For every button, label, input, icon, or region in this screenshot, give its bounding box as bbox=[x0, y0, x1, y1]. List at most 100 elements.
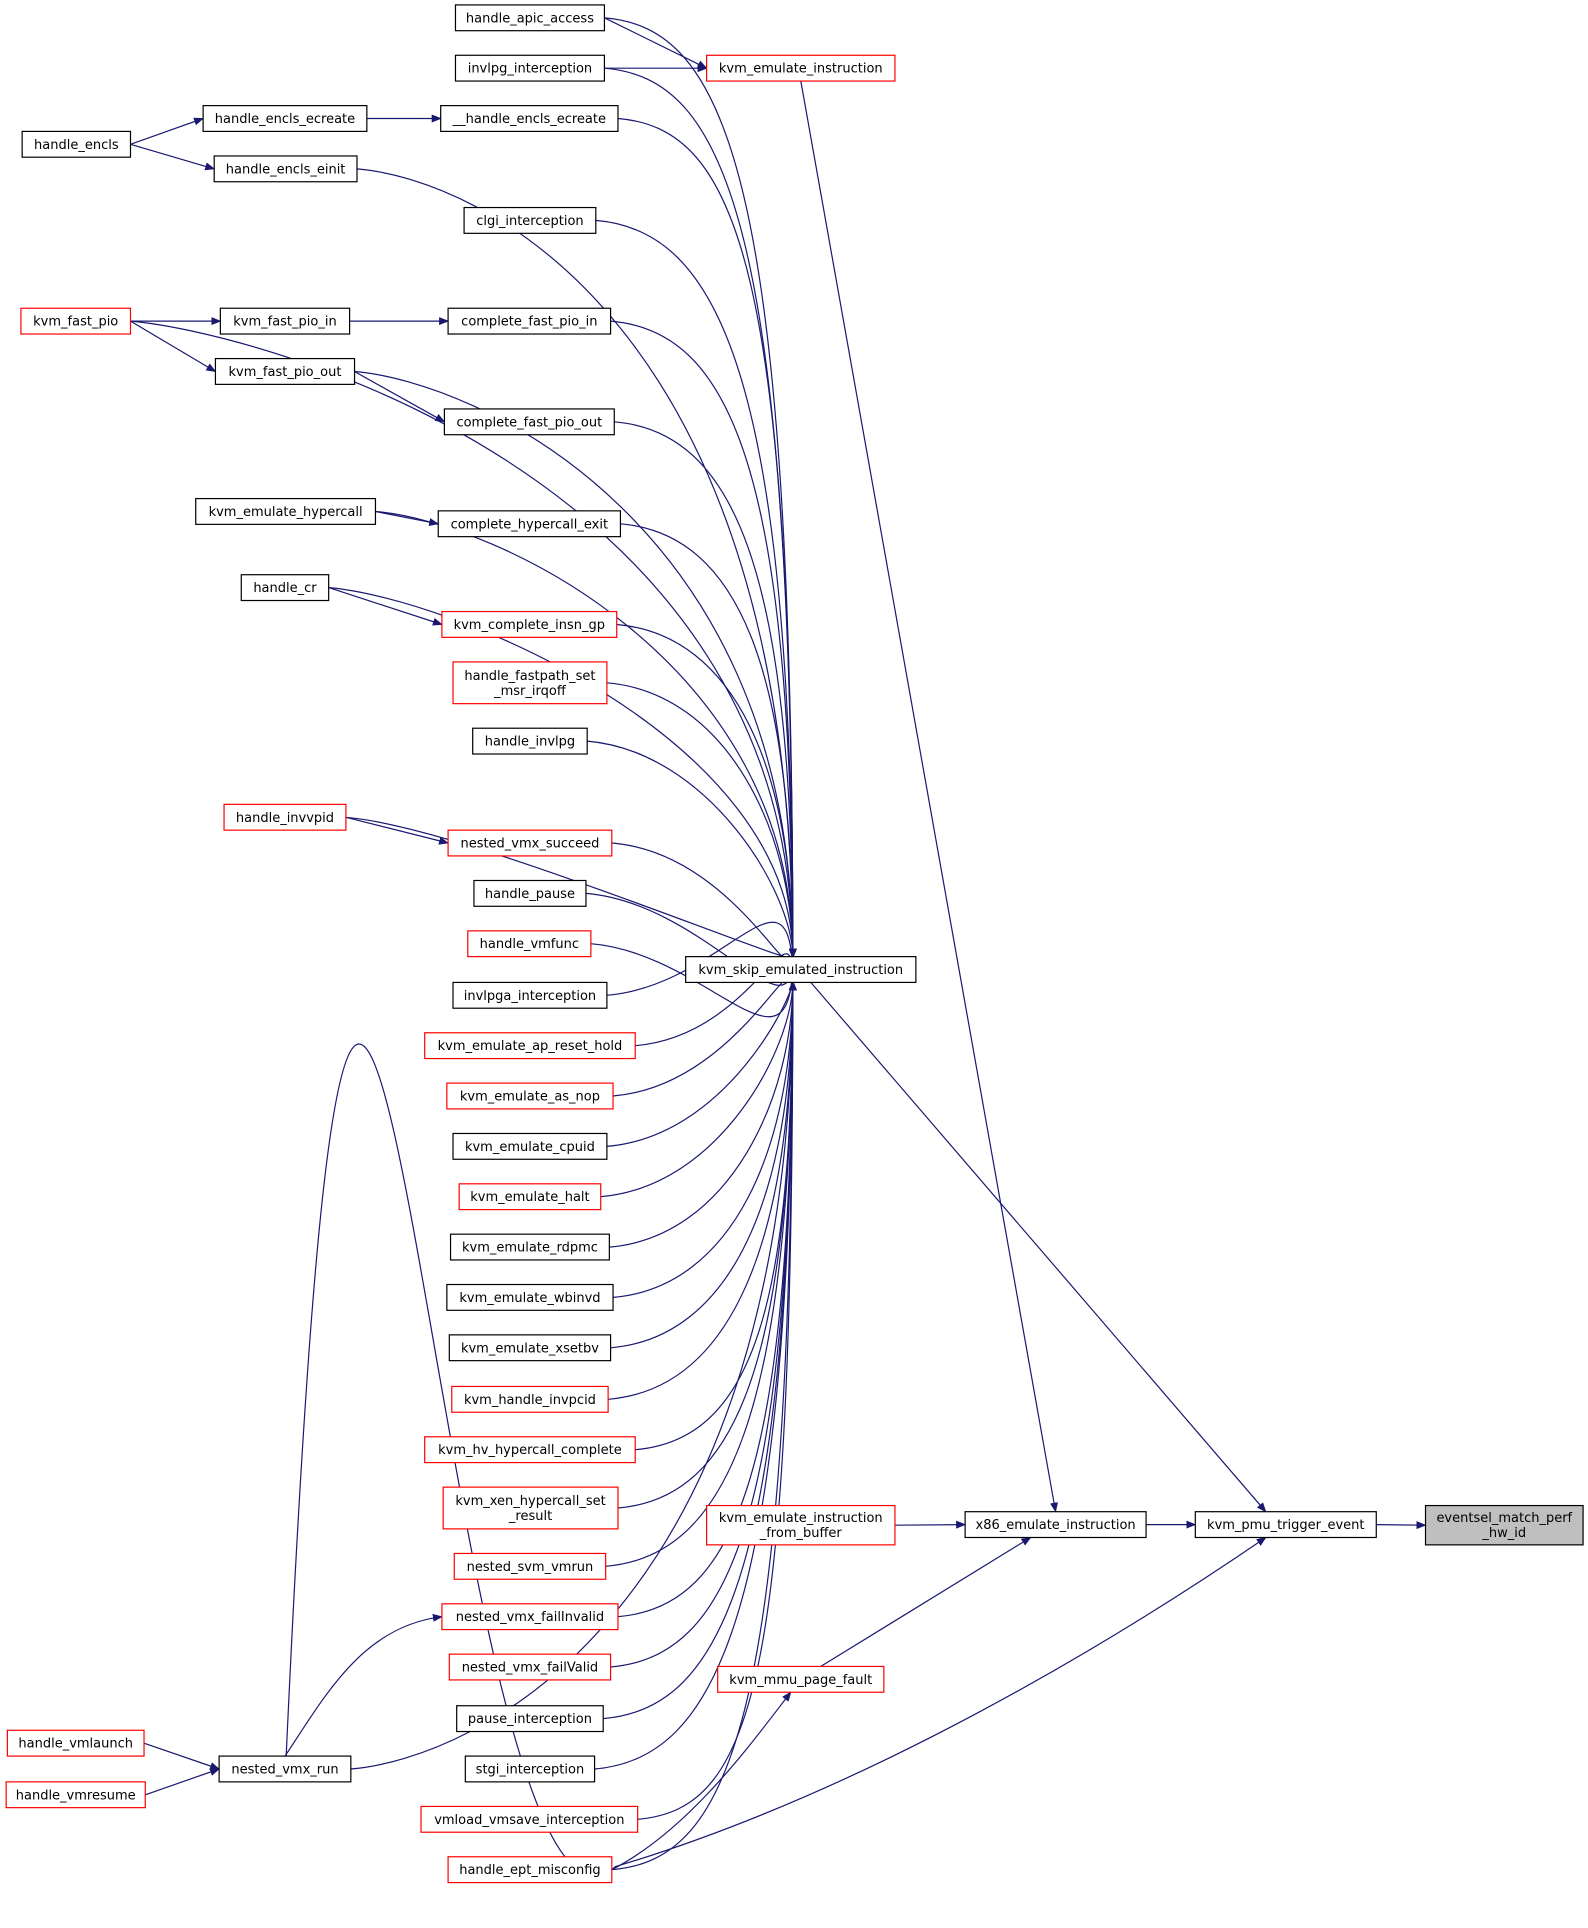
node-label: kvm_hv_hypercall_complete bbox=[438, 1443, 622, 1458]
node-kvm-pmu-trigger-event[interactable]: kvm_pmu_trigger_event bbox=[1194, 1511, 1377, 1539]
node-kvm-emulate-cpuid[interactable]: kvm_emulate_cpuid bbox=[452, 1132, 608, 1160]
node-handle-encls-ecreate[interactable]: handle_encls_ecreate bbox=[202, 105, 368, 132]
edge-complete-fast-pio-out-to-kvm-skip-emulated-instruction bbox=[614, 421, 797, 959]
node-label: kvm_emulate_instruction bbox=[719, 1511, 883, 1526]
node-nested-vmx-succeed[interactable]: nested_vmx_succeed bbox=[447, 829, 613, 857]
node-label: vmload_vmsave_interception bbox=[434, 1813, 624, 1828]
edge-kvm-pmu-trigger-event-to-eventsel-match-perf-hw-id bbox=[1376, 1521, 1427, 1530]
node-handle-invlpg[interactable]: handle_invlpg bbox=[472, 727, 588, 755]
node-handle-ept-misconfig[interactable]: handle_ept_misconfig bbox=[447, 1856, 613, 1884]
node-box bbox=[467, 930, 592, 958]
node-pause-interception[interactable]: pause_interception bbox=[456, 1705, 604, 1733]
node-label: handle_encls bbox=[34, 138, 119, 153]
edge-handle-encls-einit-to-kvm-skip-emulated-instruction bbox=[356, 168, 797, 959]
edge-handle-ept-misconfig-to-kvm-mmu-page-fault bbox=[611, 1691, 792, 1871]
edge-kvm-fast-pio-out-to-kvm-skip-emulated-instruction bbox=[354, 370, 797, 959]
node-handle-vmlaunch[interactable]: handle_vmlaunch bbox=[6, 1729, 145, 1757]
node-kvm-emulate-xsetbv[interactable]: kvm_emulate_xsetbv bbox=[448, 1334, 612, 1362]
node-nested-vmx-failvalid[interactable]: nested_vmx_failValid bbox=[448, 1653, 612, 1681]
node-kvm-mmu-page-fault[interactable]: kvm_mmu_page_fault bbox=[717, 1665, 885, 1693]
node-kvm-emulate-as-nop[interactable]: kvm_emulate_as_nop bbox=[446, 1082, 614, 1110]
node-kvm-emulate-instruction[interactable]: kvm_emulate_instruction bbox=[705, 54, 896, 82]
node-invlpg-interception[interactable]: invlpg_interception bbox=[454, 54, 606, 82]
node-label: handle_ept_misconfig bbox=[459, 1863, 600, 1878]
edge-kvm-handle-invpcid-to-kvm-skip-emulated-instruction bbox=[608, 980, 797, 1400]
edge-kvm-emulate-rdpmc-to-kvm-skip-emulated-instruction bbox=[609, 980, 797, 1248]
node-x86-emulate-instruction[interactable]: x86_emulate_instruction bbox=[964, 1511, 1147, 1539]
edge-handle-fastpath-set-msr-irqoff-to-kvm-skip-emulated-instruction bbox=[606, 682, 797, 959]
edge-stgi-interception-to-kvm-skip-emulated-instruction bbox=[594, 980, 797, 1770]
node-box bbox=[464, 1755, 596, 1783]
node-handle-pause[interactable]: handle_pause bbox=[473, 879, 587, 907]
node-kvm-handle-invpcid[interactable]: kvm_handle_invpcid bbox=[451, 1385, 609, 1413]
node-box bbox=[705, 1504, 896, 1546]
node-label: _hw_id bbox=[1481, 1526, 1526, 1541]
node-kvm-emulate-wbinvd[interactable]: kvm_emulate_wbinvd bbox=[446, 1283, 614, 1311]
edge-handle-vmlaunch-to-nested-vmx-run bbox=[143, 1742, 221, 1770]
node-complete-fast-pio-out[interactable]: complete_fast_pio_out bbox=[443, 408, 615, 436]
node-handle-invvpid[interactable]: handle_invvpid bbox=[223, 803, 347, 831]
node-kvm-fast-pio-out[interactable]: kvm_fast_pio_out bbox=[214, 357, 356, 385]
node-kvm-complete-insn-gp[interactable]: kvm_complete_insn_gp bbox=[441, 610, 618, 638]
edge-kvm-emulate-hypercall-to-kvm-skip-emulated-instruction bbox=[375, 510, 797, 959]
node-kvm-xen-hypercall-set-result[interactable]: kvm_xen_hypercall_set_result bbox=[442, 1486, 619, 1530]
node-kvm-skip-emulated-instruction[interactable]: kvm_skip_emulated_instruction bbox=[685, 956, 917, 984]
node-kvm-hv-hypercall-complete[interactable]: kvm_hv_hypercall_complete bbox=[424, 1436, 636, 1464]
node-box bbox=[463, 206, 597, 234]
node-complete-fast-pio-in[interactable]: complete_fast_pio_in bbox=[447, 307, 612, 335]
node-nested-vmx-failinvalid[interactable]: nested_vmx_failInvalid bbox=[441, 1603, 619, 1631]
edge-handle-vmresume-to-nested-vmx-run bbox=[145, 1768, 221, 1796]
node-invlpga-interception[interactable]: invlpga_interception bbox=[452, 981, 608, 1009]
node-label: kvm_emulate_rdpmc bbox=[462, 1241, 598, 1256]
node-box bbox=[5, 1781, 146, 1809]
node-box bbox=[452, 1132, 608, 1160]
node-handle-encls-ecreate[interactable]: __handle_encls_ecreate bbox=[440, 105, 619, 132]
node-kvm-emulate-ap-reset-hold[interactable]: kvm_emulate_ap_reset_hold bbox=[424, 1032, 636, 1060]
node-complete-hypercall-exit[interactable]: complete_hypercall_exit bbox=[437, 510, 622, 538]
node-vmload-vmsave-interception[interactable]: vmload_vmsave_interception bbox=[420, 1805, 639, 1833]
node-stgi-interception[interactable]: stgi_interception bbox=[464, 1755, 596, 1783]
node-clgi-interception[interactable]: clgi_interception bbox=[463, 206, 597, 234]
node-handle-vmfunc[interactable]: handle_vmfunc bbox=[467, 930, 592, 958]
node-kvm-fast-pio-in[interactable]: kvm_fast_pio_in bbox=[219, 307, 351, 335]
node-nested-vmx-run[interactable]: nested_vmx_run bbox=[218, 1755, 352, 1783]
node-label: handle_encls_einit bbox=[226, 162, 346, 177]
node-box bbox=[1194, 1511, 1377, 1539]
node-box bbox=[452, 981, 608, 1009]
node-label: _result bbox=[508, 1509, 552, 1524]
node-kvm-emulate-halt[interactable]: kvm_emulate_halt bbox=[458, 1183, 602, 1211]
node-handle-apic-access[interactable]: handle_apic_access bbox=[454, 4, 606, 32]
edge-nested-vmx-succeed-to-kvm-skip-emulated-instruction bbox=[611, 842, 797, 967]
node-box bbox=[442, 1486, 619, 1530]
node-box bbox=[21, 130, 132, 158]
edge-handle-encls-to-handle-encls-ecreate bbox=[130, 117, 205, 145]
edge-handle-vmfunc-to-kvm-skip-emulated-instruction bbox=[590, 943, 797, 1018]
node-handle-vmresume[interactable]: handle_vmresume bbox=[5, 1781, 146, 1809]
node-handle-encls[interactable]: handle_encls bbox=[21, 130, 132, 158]
node-label: handle_vmfunc bbox=[480, 937, 579, 952]
node-label: kvm_fast_pio_in bbox=[233, 315, 336, 330]
node-nested-svm-vmrun[interactable]: nested_svm_vmrun bbox=[453, 1552, 607, 1580]
node-eventsel-match-perf-hw-id[interactable]: eventsel_match_perf_hw_id bbox=[1424, 1504, 1584, 1546]
node-kvm-fast-pio[interactable]: kvm_fast_pio bbox=[20, 307, 132, 335]
edge-invlpga-interception-to-kvm-skip-emulated-instruction bbox=[606, 921, 797, 996]
edge-kvm-emulate-instruction-to-x86-emulate-instruction bbox=[800, 80, 1058, 1513]
node-label: eventsel_match_perf bbox=[1436, 1511, 1572, 1526]
node-label: nested_vmx_failValid bbox=[462, 1661, 599, 1676]
node-box bbox=[449, 1233, 610, 1261]
edge-complete-fast-pio-in-to-kvm-skip-emulated-instruction bbox=[610, 320, 797, 959]
edge-kvm-emulate-as-nop-to-kvm-skip-emulated-instruction bbox=[612, 972, 797, 1097]
node-handle-cr[interactable]: handle_cr bbox=[240, 574, 330, 602]
node-kvm-emulate-instruction-from-buffer[interactable]: kvm_emulate_instruction_from_buffer bbox=[705, 1504, 896, 1546]
node-label: _from_buffer bbox=[759, 1526, 843, 1541]
node-handle-fastpath-set-msr-irqoff[interactable]: handle_fastpath_set_msr_irqoff bbox=[452, 661, 608, 705]
edge-kvm-skip-emulated-instruction-to-kvm-pmu-trigger-event bbox=[810, 982, 1267, 1513]
node-box bbox=[454, 54, 606, 82]
node-kvm-emulate-rdpmc[interactable]: kvm_emulate_rdpmc bbox=[449, 1233, 610, 1261]
node-box bbox=[452, 661, 608, 705]
node-box bbox=[441, 1603, 619, 1631]
node-kvm-emulate-hypercall[interactable]: kvm_emulate_hypercall bbox=[195, 497, 377, 525]
edge-clgi-interception-to-kvm-skip-emulated-instruction bbox=[595, 219, 797, 959]
node-handle-encls-einit[interactable]: handle_encls_einit bbox=[213, 155, 358, 183]
